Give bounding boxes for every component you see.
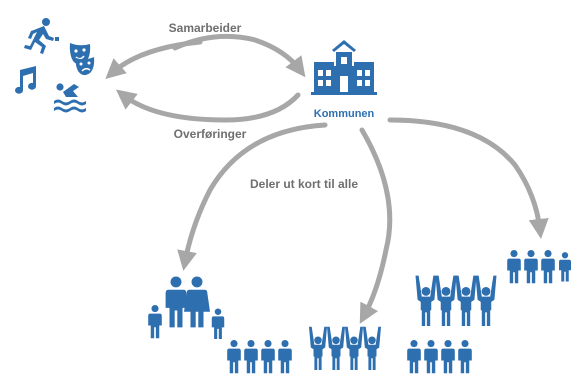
- label-deler-ut: Deler ut kort til alle: [250, 177, 358, 191]
- arrow-to-cheering: [359, 127, 393, 324]
- arrow-to-right-group: [387, 117, 549, 239]
- label-samarbeider: Samarbeider: [169, 21, 242, 35]
- running-person-icon: [24, 18, 59, 54]
- arrow-overforinger: [115, 89, 301, 123]
- label-kommunen: Kommunen: [314, 108, 375, 120]
- cheering-group-icon: [309, 326, 381, 370]
- group-small-icon: [227, 339, 292, 374]
- swimmer-icon: [54, 83, 86, 113]
- arrow-samarbeider-left: [105, 39, 203, 79]
- group-small-2-icon: [407, 339, 472, 374]
- family-icon: [148, 276, 225, 340]
- label-overforinger: Overføringer: [174, 127, 247, 141]
- cheering-group-large-icon: [415, 275, 497, 326]
- arrow-to-family: [177, 122, 328, 271]
- theater-masks-icon: [69, 43, 95, 76]
- town-hall-icon: [311, 40, 377, 95]
- group-right-icon: [507, 249, 571, 284]
- music-note-icon: [15, 66, 37, 94]
